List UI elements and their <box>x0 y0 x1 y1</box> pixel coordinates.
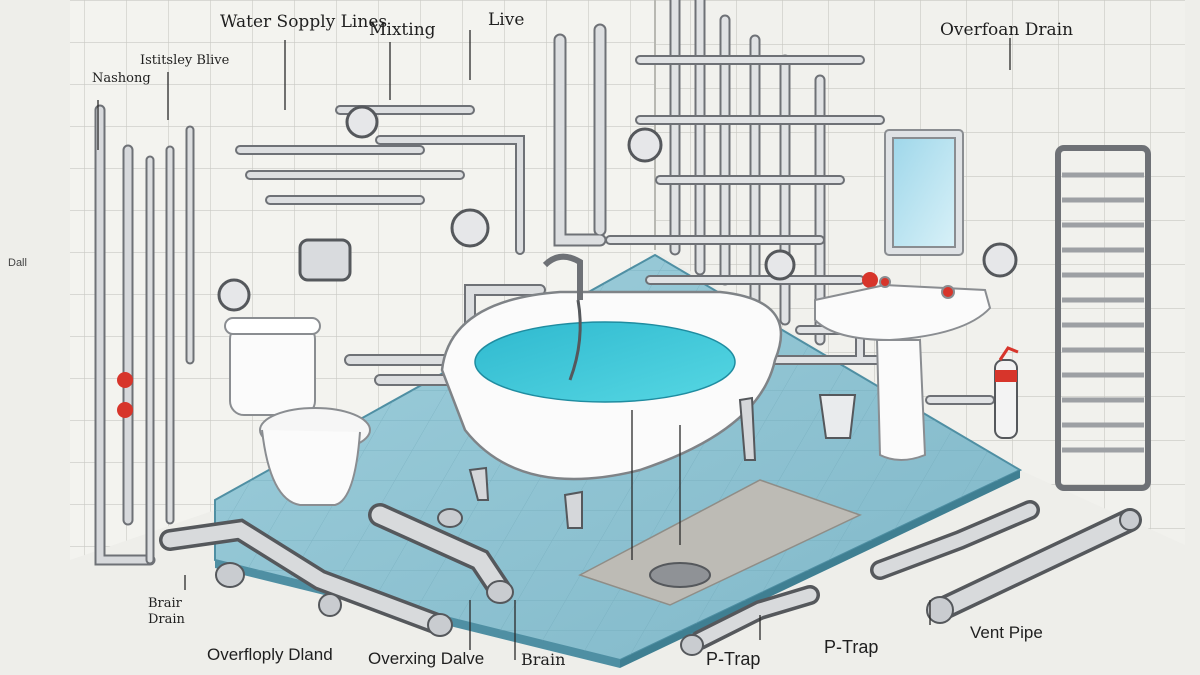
label-vent-pipe: Vent Pipe <box>970 623 1043 642</box>
bathtub <box>440 253 783 529</box>
label-dall: Dall <box>8 257 27 269</box>
wastebin <box>818 394 857 439</box>
towel-radiator <box>1055 145 1151 491</box>
drain-pipes <box>159 500 1142 650</box>
valves <box>117 105 1018 418</box>
label-overfloply-dland: Overfloply Dland <box>207 645 333 664</box>
fire-extinguisher <box>994 346 1019 439</box>
label-live: Live <box>488 10 525 30</box>
label-water-supply-lines: Water Sopply Lines <box>220 12 388 32</box>
callout-lines <box>97 30 1011 660</box>
label-valve-top-left: Istitsley Blive <box>140 53 230 68</box>
label-brain: Brain <box>521 650 566 669</box>
label-washing: Nashong <box>92 71 151 86</box>
label-overxing-dalve: Overxing Dalve <box>368 649 485 668</box>
label-brair-drain: Brair Drain <box>148 596 185 628</box>
label-p-trap-1: P-Trap <box>706 649 761 669</box>
sink <box>814 129 992 461</box>
toilet <box>224 317 371 506</box>
supply-pipes-left <box>94 23 607 566</box>
label-p-trap-2: P-Trap <box>824 637 879 657</box>
label-mixing: Mixting <box>369 20 436 40</box>
label-overflow-drain: Overfoan Drain <box>940 20 1074 40</box>
pipe-fittings <box>215 508 1141 656</box>
